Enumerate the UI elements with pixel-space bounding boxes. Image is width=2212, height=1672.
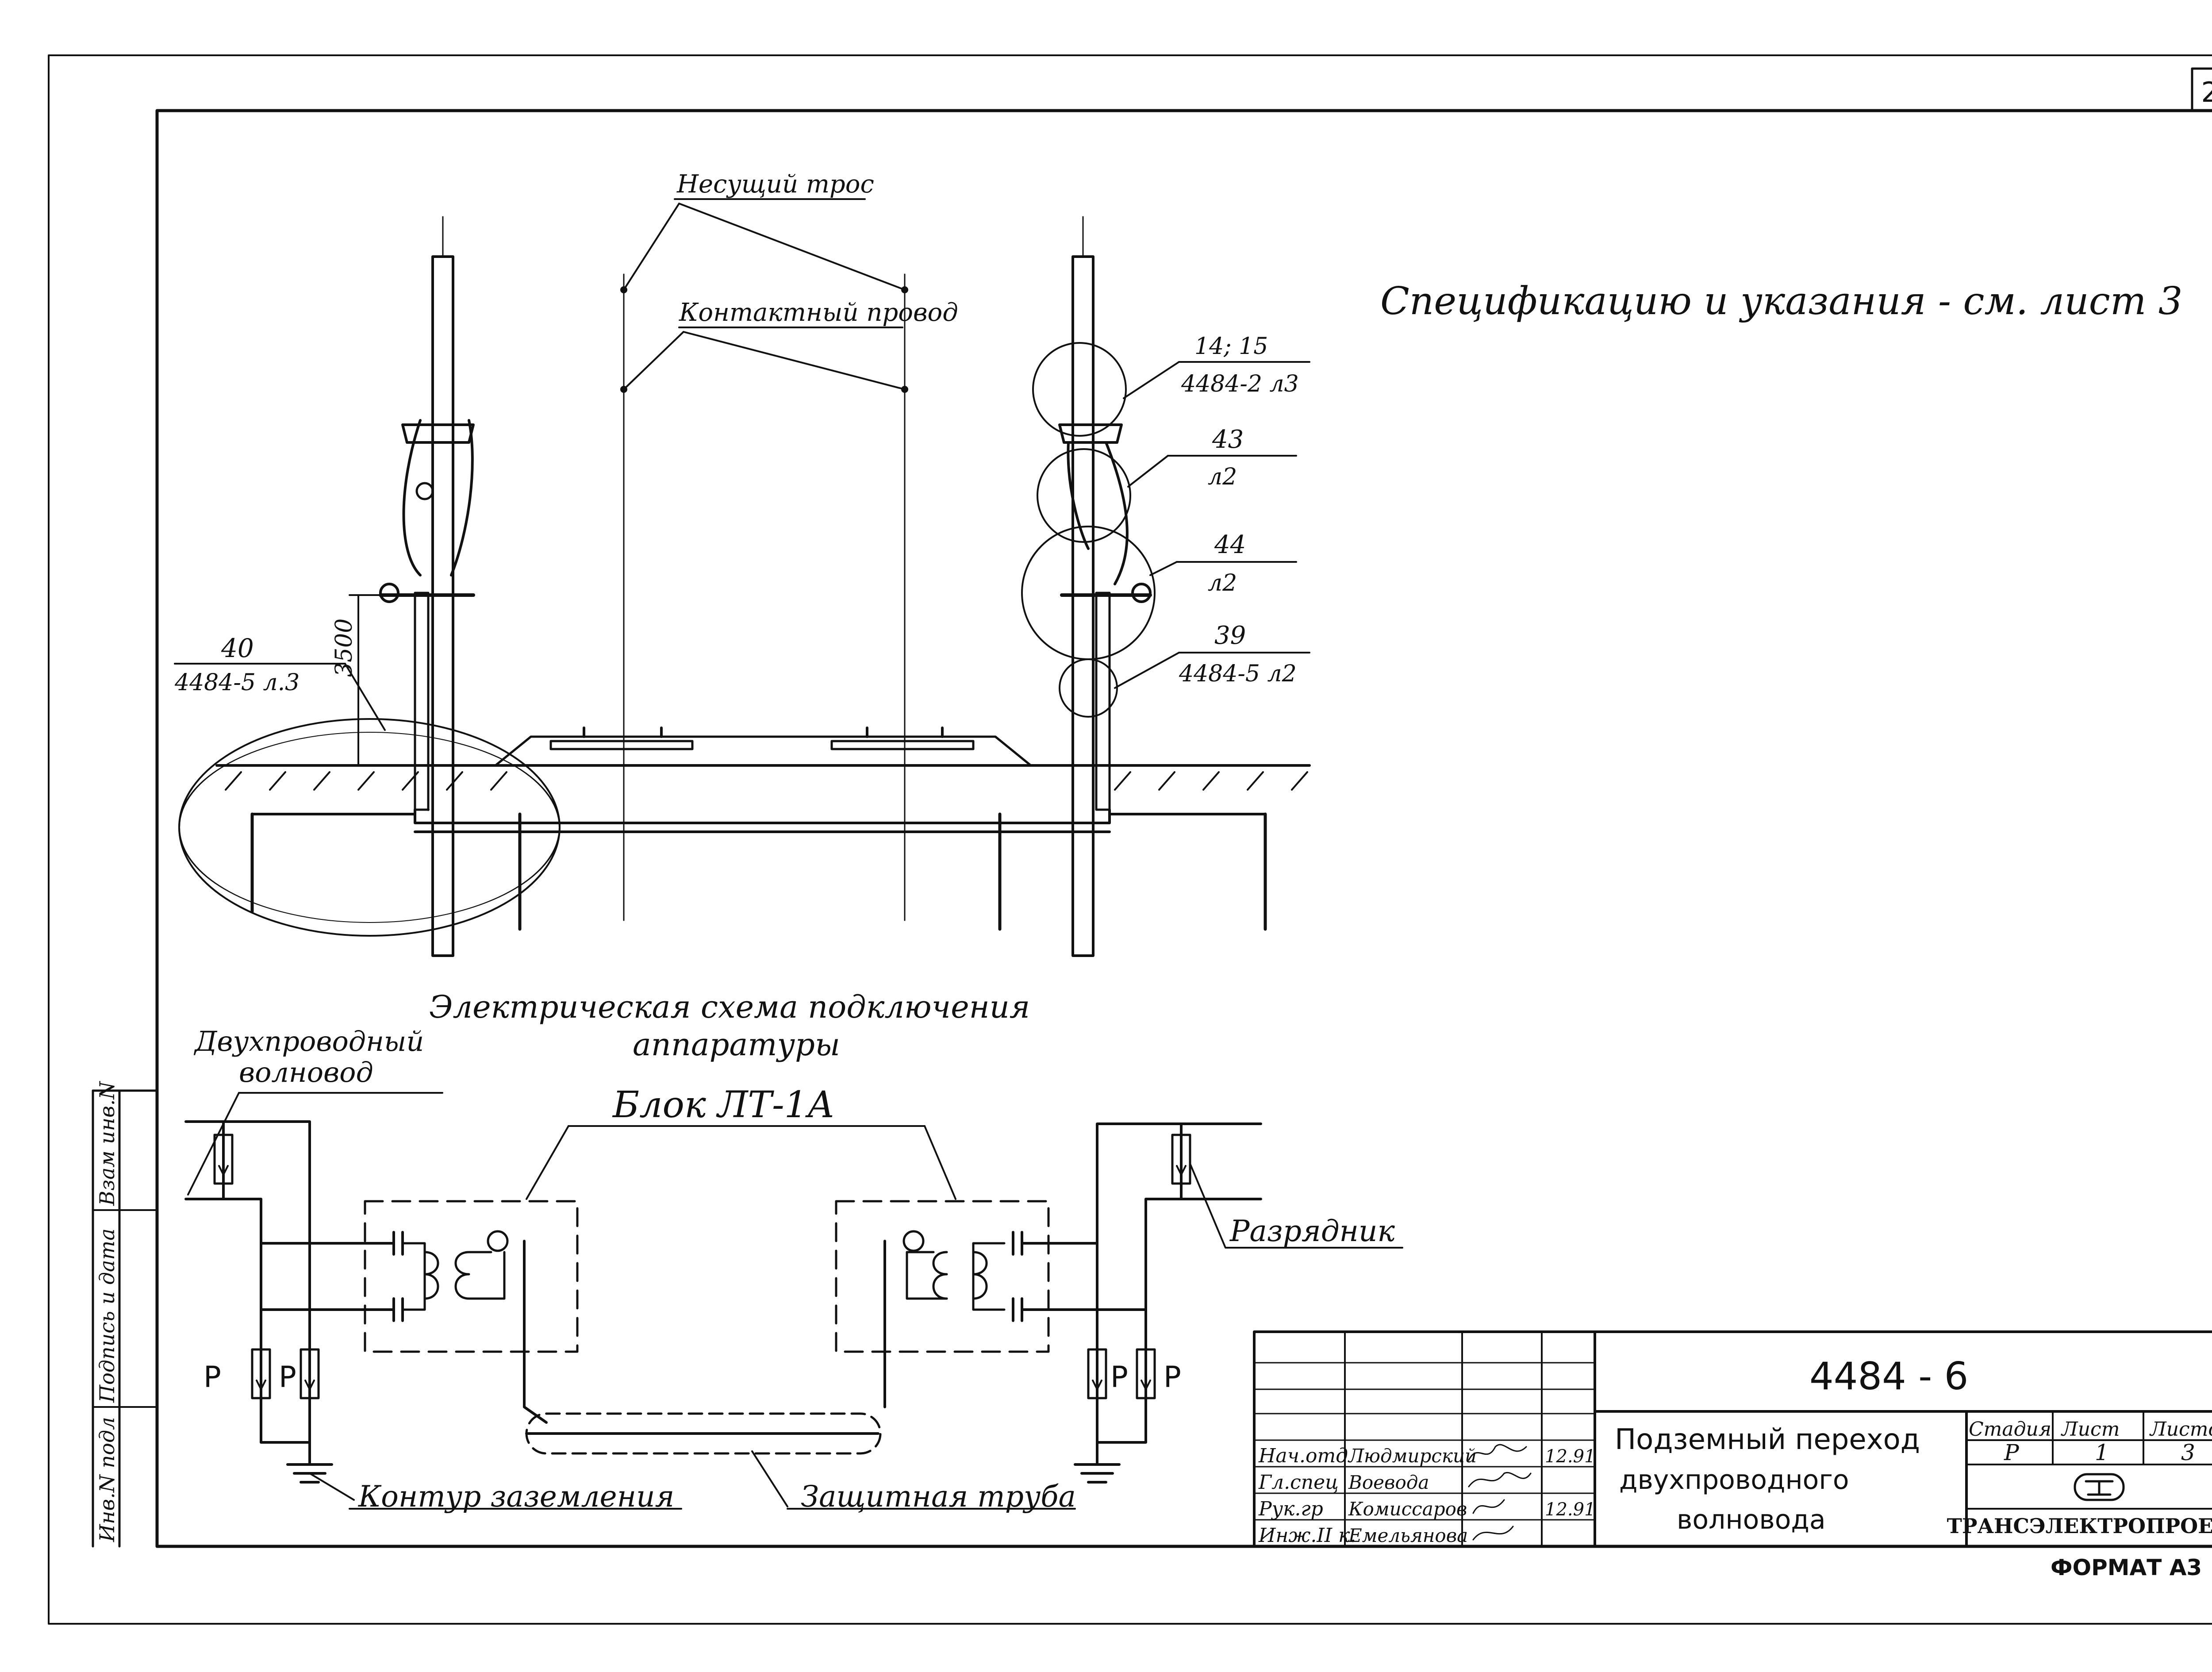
block-label: Блок ЛТ-1А <box>612 1084 835 1126</box>
signature-row: Гл.спец Воеводa <box>1258 1471 1429 1494</box>
callout-40: 40 4484-5 л.3 <box>174 633 386 731</box>
title-line1: Подземный переход <box>1615 1423 1920 1456</box>
page-number: 29 <box>2201 76 2212 108</box>
row-2-name: Воеводa <box>1348 1472 1429 1493</box>
signature-row: Рук.гр Комиссаров 12.91 <box>1258 1498 1596 1520</box>
stamp-inv-podl: Инв.N подл <box>95 1417 119 1542</box>
row-3-date: 12.91 <box>1545 1499 1596 1520</box>
dimension-3500: 3500 <box>331 619 357 677</box>
col-sheet: Лист <box>2061 1418 2120 1441</box>
side-stamp: Инв.N подл Подпись и дата Взам инв.N <box>92 1081 158 1548</box>
signature-row: Инж.II к. Емельянова <box>1258 1524 1468 1547</box>
callout-43-number: 43 <box>1212 425 1244 454</box>
contact-wire-label: Контактный провод <box>679 298 958 327</box>
signature-row: Нач.отд Людмирский 12.91 <box>1258 1445 1596 1467</box>
row-2-role: Гл.спец <box>1258 1471 1339 1494</box>
p-label-2: Р <box>279 1360 296 1394</box>
waveguide-label-line1: Двухпроводный <box>193 1025 424 1057</box>
arrester-label: Разрядник <box>1229 1214 1395 1248</box>
electrical-title-line1: Электрическая схема подключения <box>429 989 1030 1025</box>
signature-scribbles <box>1468 1444 1532 1541</box>
format-label: ФОРМАТ А3 <box>2051 1555 2202 1580</box>
row-1-name: Людмирский <box>1348 1445 1477 1467</box>
waveguide-label-line2: волновод <box>239 1056 373 1088</box>
p-label-3: Р <box>1110 1360 1128 1394</box>
stamp-podpis: Подпись и дата <box>95 1228 119 1403</box>
title-line3: волновода <box>1677 1504 1826 1535</box>
sheets-value: 3 <box>2181 1440 2195 1465</box>
row-4-role: Инж.II к. <box>1258 1524 1356 1547</box>
row-1-date: 12.91 <box>1545 1446 1596 1467</box>
callout-39-ref: 4484-5 л2 <box>1179 661 1297 687</box>
row-4-name: Емельянова <box>1348 1525 1468 1546</box>
callout-43: 43 л2 <box>1127 425 1297 490</box>
electrical-title-line2: аппаратуры <box>633 1026 840 1063</box>
callout-43-ref: л2 <box>1208 464 1237 490</box>
cross-section-scheme: 3500 Несущий трос Контактный провод 40 4… <box>174 170 1311 957</box>
electrical-scheme: Электрическая схема подключения аппарату… <box>184 989 1403 1514</box>
p-label-1: Р <box>204 1360 221 1394</box>
p-label-4: Р <box>1164 1360 1181 1394</box>
stamp-vzam: Взам инв.N <box>95 1081 119 1206</box>
col-stage: Стадия <box>1969 1418 2051 1441</box>
callout-40-number: 40 <box>221 633 254 663</box>
page-number-box: 29 <box>2191 67 2212 112</box>
callout-carrier-cable: Несущий трос <box>623 170 906 291</box>
col-sheets: Листов <box>2149 1418 2212 1441</box>
callout-39-number: 39 <box>1214 621 1246 650</box>
callout-14-15: 14; 15 4484-2 л3 <box>1123 333 1310 399</box>
callout-44-number: 44 <box>1214 530 1246 559</box>
callout-40-ref: 4484-5 л.3 <box>174 669 300 696</box>
callout-39: 39 4484-5 л2 <box>1114 621 1310 689</box>
title-block: Нач.отд Людмирский 12.91 Гл.спец Воеводa… <box>1253 1330 2212 1548</box>
stage-value: Р <box>2004 1440 2020 1465</box>
callout-contact-wire: Контактный провод <box>623 298 958 390</box>
company-name: ТРАНСЭЛЕКТРОПРОЕКТ <box>1947 1514 2212 1538</box>
title-line2: двухпроводного <box>1619 1464 1849 1495</box>
doc-code: 4484 - 6 <box>1809 1354 1968 1399</box>
row-3-role: Рук.гр <box>1258 1498 1323 1520</box>
company-logo-icon <box>2074 1473 2125 1501</box>
callout-14-number: 14; 15 <box>1194 333 1268 360</box>
row-1-role: Нач.отд <box>1258 1445 1348 1467</box>
sheet-frame <box>48 54 2212 1625</box>
row-3-name: Комиссаров <box>1348 1498 1467 1520</box>
sheet-value: 1 <box>2095 1440 2109 1465</box>
callout-14-ref: 4484-2 л3 <box>1181 371 1299 397</box>
carrier-cable-label: Несущий трос <box>676 170 874 199</box>
callout-44-ref: л2 <box>1208 570 1237 596</box>
spec-note: Спецификацию и указания - см. лист 3 <box>1380 279 2182 323</box>
callout-44: 44 л2 <box>1149 530 1297 596</box>
